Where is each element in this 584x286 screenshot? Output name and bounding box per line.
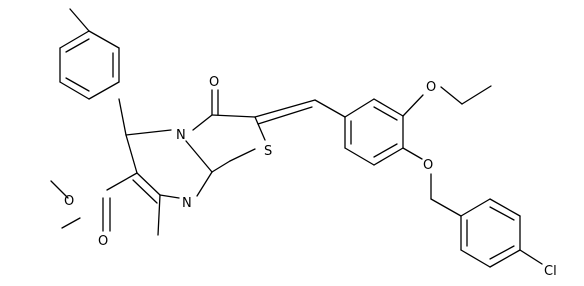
ketone-oxygen-label: O — [209, 75, 219, 90]
tolyl-ring — [59, 8, 120, 100]
bonds — [50, 8, 543, 268]
benzyloxy-oxygen-label: O — [423, 158, 433, 173]
ester-single-oxygen-label: O — [64, 194, 74, 209]
ester-carbonyl-oxygen-label: O — [98, 234, 108, 249]
benzylidene-ring — [254, 98, 404, 166]
imine-nitrogen-label: N — [182, 196, 192, 211]
ethoxy-oxygen-label: O — [426, 80, 436, 95]
ethoxy-chain — [402, 85, 492, 117]
chlorophenyl-ring — [460, 198, 543, 268]
thiazole-ring — [192, 89, 266, 173]
pyrimidine-ring — [50, 98, 213, 236]
sulfur-label: S — [264, 144, 272, 159]
atom-labels: O N S N O O O O Cl — [64, 75, 557, 279]
ring-nitrogen-label: N — [176, 128, 186, 143]
benzyloxy-chain — [402, 147, 462, 217]
chlorine-label: Cl — [544, 264, 557, 279]
